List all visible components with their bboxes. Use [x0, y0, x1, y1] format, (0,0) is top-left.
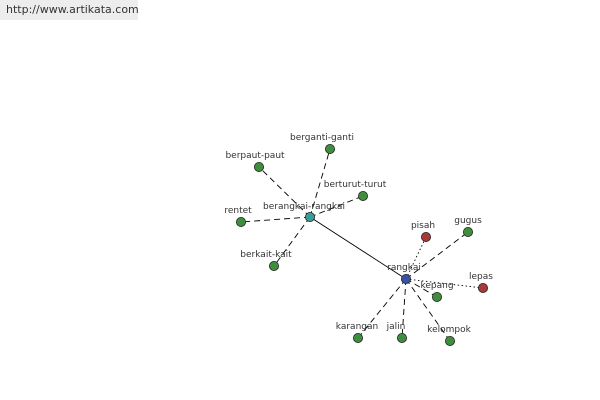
- edge-rangkai-berangkai-rangkai: [309, 216, 407, 280]
- edge-rangkai-kepang: [405, 278, 438, 298]
- node-label-berangkai-rangkai[interactable]: berangkai-rangkai: [263, 202, 345, 212]
- node-label-kelompok[interactable]: kelompok: [427, 325, 471, 335]
- node-rentet[interactable]: [235, 216, 246, 227]
- node-berangkai-rangkai[interactable]: [304, 211, 315, 222]
- node-label-berpaut-paut[interactable]: berpaut-paut: [225, 151, 285, 161]
- node-label-kepang[interactable]: kepang: [420, 281, 453, 291]
- edge-rangkai-karangan: [357, 278, 407, 339]
- node-lepas[interactable]: [477, 282, 488, 293]
- node-berpaut-paut[interactable]: [253, 161, 264, 172]
- node-karangan[interactable]: [352, 332, 363, 343]
- node-berturut-turut[interactable]: [357, 190, 368, 201]
- node-label-berturut-turut[interactable]: berturut-turut: [324, 180, 387, 190]
- node-label-gugus[interactable]: gugus: [454, 216, 482, 226]
- node-label-lepas[interactable]: lepas: [469, 272, 493, 282]
- node-kepang[interactable]: [431, 291, 442, 302]
- labels-layer: rangkai berangkai-rangkai berganti-ganti be…: [224, 133, 493, 335]
- node-label-pisah[interactable]: pisah: [411, 221, 435, 231]
- node-label-berganti-ganti[interactable]: berganti-ganti: [290, 133, 354, 143]
- node-label-jalin[interactable]: jalin: [386, 322, 406, 332]
- node-kelompok[interactable]: [444, 335, 455, 346]
- node-label-rangkai[interactable]: rangkai: [387, 263, 421, 273]
- node-gugus[interactable]: [462, 226, 473, 237]
- edge-berangkai-rangkai-berkait-kait: [273, 216, 311, 267]
- edge-berangkai-rangkai-berganti-ganti: [309, 148, 331, 218]
- edge-rangkai-lepas: [405, 278, 484, 289]
- node-rangkai[interactable]: [400, 273, 411, 284]
- source-url-text[interactable]: http://www.artikata.com: [0, 0, 139, 20]
- node-label-rentet[interactable]: rentet: [224, 206, 252, 216]
- edges-layer: [240, 148, 484, 342]
- node-label-karangan[interactable]: karangan: [336, 322, 378, 332]
- node-label-berkait-kait[interactable]: berkait-kait: [240, 250, 292, 260]
- node-berganti-ganti[interactable]: [324, 143, 335, 154]
- edge-rangkai-gugus: [405, 231, 469, 280]
- node-jalin[interactable]: [396, 332, 407, 343]
- node-pisah[interactable]: [420, 231, 431, 242]
- nodes-layer: [235, 143, 488, 346]
- edge-berangkai-rangkai-rentet: [240, 216, 311, 223]
- edge-rangkai-kelompok: [405, 278, 451, 342]
- node-berkait-kait[interactable]: [268, 260, 279, 271]
- edge-berangkai-rangkai-berpaut-paut: [258, 166, 311, 218]
